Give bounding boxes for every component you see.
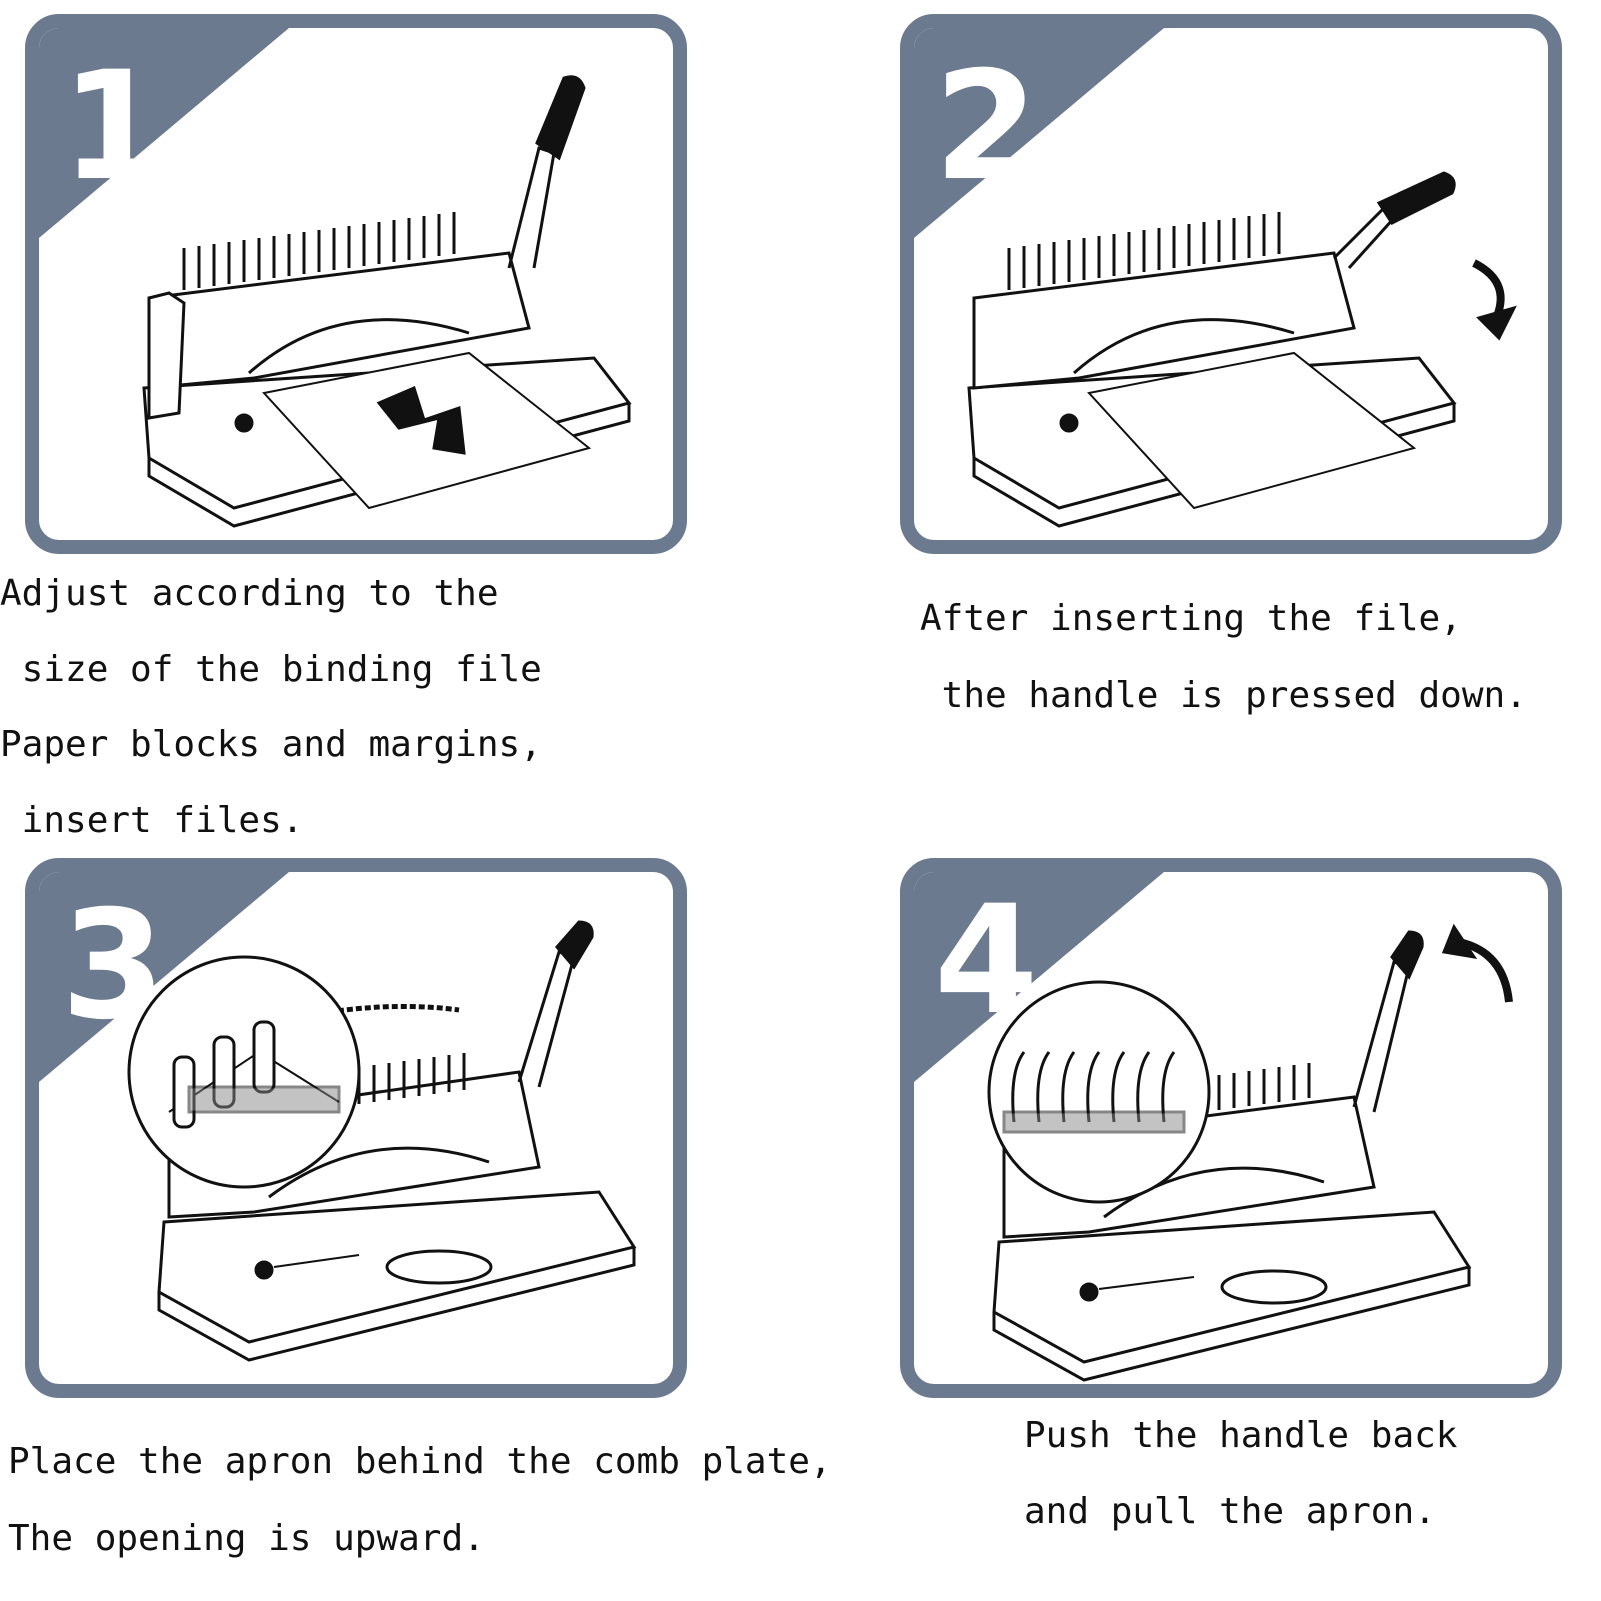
step-3-caption-line-2: The opening is upward. — [8, 1518, 485, 1559]
step-1-number: 1 — [61, 40, 165, 214]
step-2-frame: 2 — [900, 14, 1562, 554]
step-1-caption-line-3: Paper blocks and margins, — [0, 724, 542, 765]
step-3-binder-illustration — [127, 920, 637, 1362]
step-1-binder-illustration — [142, 75, 632, 528]
step-2-number-badge: 2 — [914, 28, 1164, 238]
step-1-frame: 1 — [25, 14, 687, 554]
step-4-frame: 4 — [900, 858, 1562, 1398]
step-2-number: 2 — [934, 40, 1038, 214]
step-1-number-badge: 1 — [39, 28, 289, 238]
step-4-binder-illustration — [987, 923, 1513, 1382]
step-3-frame: 3 — [25, 858, 687, 1398]
step-2-caption-line-2: the handle is pressed down. — [920, 675, 1527, 716]
step-1-caption-line-1: Adjust according to the — [0, 573, 499, 614]
step-4-caption-line-2: and pull the apron. — [1024, 1491, 1436, 1532]
step-3-caption-line-1: Place the apron behind the comb plate, — [8, 1441, 832, 1482]
step-1-caption-line-2: size of the binding file — [0, 649, 542, 690]
step-2-binder-illustration — [967, 171, 1517, 528]
step-4-caption-line-1: Push the handle back — [1024, 1415, 1458, 1456]
step-1-caption-line-4: insert files. — [0, 800, 304, 841]
step-2-caption-line-1: After inserting the file, — [920, 598, 1462, 639]
